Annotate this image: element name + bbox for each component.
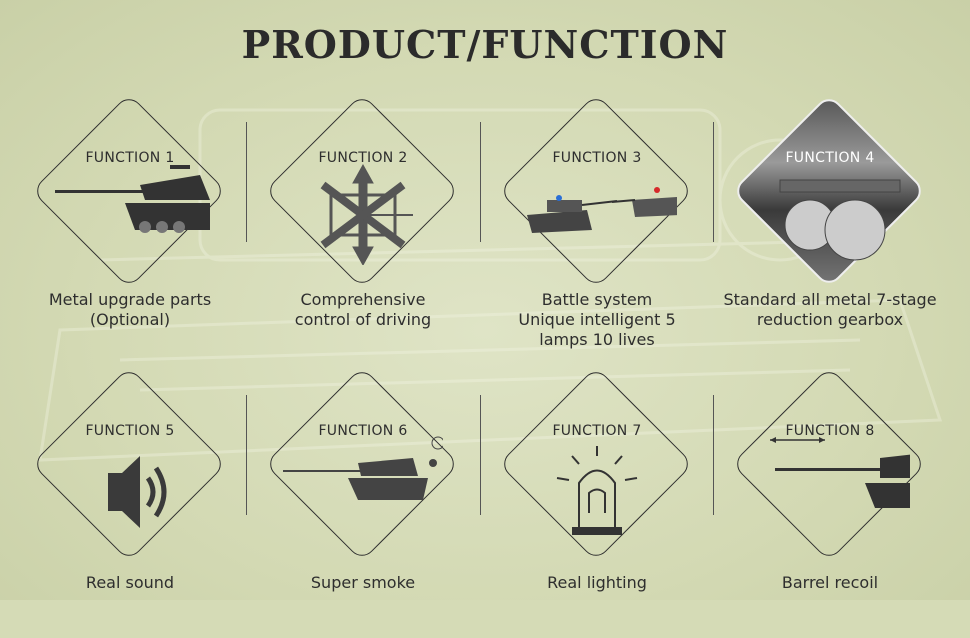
caption-line: lamps 10 lives: [539, 330, 655, 349]
function-caption: Metal upgrade parts(Optional): [5, 290, 255, 330]
caption-line: (Optional): [89, 310, 171, 329]
function-caption: Barrel recoil: [705, 573, 955, 593]
barrel-recoil-icon: [770, 437, 910, 508]
function-caption: Real sound: [5, 573, 255, 593]
caption-line: Unique intelligent 5: [518, 310, 676, 329]
direction-arrows-icon: [320, 163, 413, 265]
lamp-icon: [556, 446, 638, 535]
function-caption: Real lighting: [472, 573, 722, 593]
caption-line: Battle system: [541, 290, 653, 309]
caption-line: Real sound: [85, 573, 175, 592]
caption-line: Super smoke: [310, 573, 416, 592]
divider: [480, 122, 481, 242]
function-label: FUNCTION 1: [85, 150, 175, 166]
divider: [246, 395, 247, 515]
function-card-8: FUNCTION 8 Barrel recoil: [715, 366, 945, 638]
smoking-tank-icon: [283, 436, 443, 500]
function-card-7: FUNCTION 7 Real lighting: [482, 366, 712, 638]
function-caption: Super smoke: [238, 573, 488, 593]
caption-line: Comprehensive: [300, 290, 426, 309]
speaker-icon: [108, 456, 167, 528]
caption-line: Standard all metal 7-stage: [723, 290, 937, 309]
gearbox-icon: [779, 179, 901, 261]
divider: [713, 395, 714, 515]
function-label: FUNCTION 3: [552, 150, 642, 166]
function-card-1: FUNCTION 1 Metal upgrade parts(Optional): [15, 93, 245, 365]
function-label: FUNCTION 7: [552, 423, 642, 439]
caption-line: Barrel recoil: [781, 573, 879, 592]
battle-tanks-icon: [527, 187, 677, 233]
divider: [713, 122, 714, 242]
function-label: FUNCTION 2: [318, 150, 408, 166]
page-title: PRODUCT/FUNCTION: [241, 22, 729, 67]
function-label: FUNCTION 4: [785, 150, 875, 166]
caption-line: reduction gearbox: [756, 310, 904, 329]
function-label: FUNCTION 5: [85, 423, 175, 439]
caption-line: control of driving: [294, 310, 432, 329]
divider: [480, 395, 481, 515]
function-card-5: FUNCTION 5 Real sound: [15, 366, 245, 638]
caption-line: Real lighting: [547, 573, 647, 592]
function-label: FUNCTION 6: [318, 423, 408, 439]
function-label: FUNCTION 8: [785, 423, 875, 439]
tank-icon: [55, 165, 210, 233]
caption-line: Metal upgrade parts: [48, 290, 212, 309]
divider: [246, 122, 247, 242]
function-card-6: FUNCTION 6 Super smoke: [248, 366, 478, 638]
